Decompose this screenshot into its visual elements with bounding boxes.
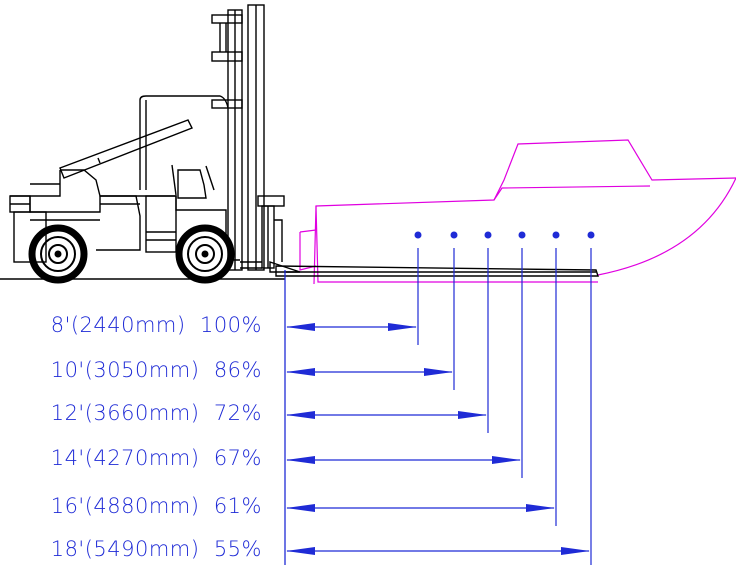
- capacity-percent-text: 55%: [213, 537, 262, 561]
- load-points: [414, 231, 595, 239]
- arrowhead-right-icon: [388, 323, 417, 331]
- front-wheel: [28, 224, 235, 284]
- capacity-label: 10'(3050mm) 86%: [0, 358, 262, 382]
- boat-icon: [299, 139, 736, 285]
- arrowhead-right-icon: [526, 504, 555, 512]
- fork-length-text: 18'(5490mm): [50, 537, 200, 561]
- arrowhead-left-icon: [286, 456, 315, 464]
- load-point-dot: [414, 231, 422, 239]
- capacity-label: 12'(3660mm) 72%: [0, 401, 262, 425]
- capacity-label: 18'(5490mm) 55%: [0, 537, 262, 561]
- load-point-dot: [587, 231, 595, 239]
- arrowhead-right-icon: [561, 547, 590, 555]
- arrowhead-right-icon: [492, 456, 521, 464]
- capacity-percent-text: 86%: [213, 358, 262, 382]
- capacity-label: 8'(2440mm) 100%: [0, 313, 262, 337]
- capacity-percent-text: 61%: [213, 494, 262, 518]
- fork-blade: [275, 265, 599, 277]
- fork-length-text: 14'(4270mm): [50, 446, 200, 470]
- arrowhead-left-icon: [286, 368, 315, 376]
- arrowhead-right-icon: [458, 411, 487, 419]
- arrowhead-left-icon: [286, 547, 315, 555]
- capacity-label: 16'(4880mm) 61%: [0, 494, 262, 518]
- arrowhead-left-icon: [286, 504, 315, 512]
- capacity-percent-text: 67%: [213, 446, 262, 470]
- capacity-percent-text: 100%: [199, 313, 262, 337]
- load-point-dot: [450, 231, 458, 239]
- fork-length-text: 16'(4880mm): [50, 494, 200, 518]
- capacity-percent-text: 72%: [213, 401, 262, 425]
- load-point-dot: [484, 231, 492, 239]
- fork-length-text: 10'(3050mm): [50, 358, 200, 382]
- arrowhead-left-icon: [286, 411, 315, 419]
- load-point-dot: [518, 231, 526, 239]
- capacity-label: 14'(4270mm) 67%: [0, 446, 262, 470]
- dimension-lines: [284, 248, 592, 565]
- arrowhead-right-icon: [424, 368, 453, 376]
- fork-length-text: 8'(2440mm): [50, 313, 186, 337]
- fork-length-text: 12'(3660mm): [50, 401, 200, 425]
- load-point-dot: [552, 231, 560, 239]
- arrowhead-left-icon: [286, 323, 315, 331]
